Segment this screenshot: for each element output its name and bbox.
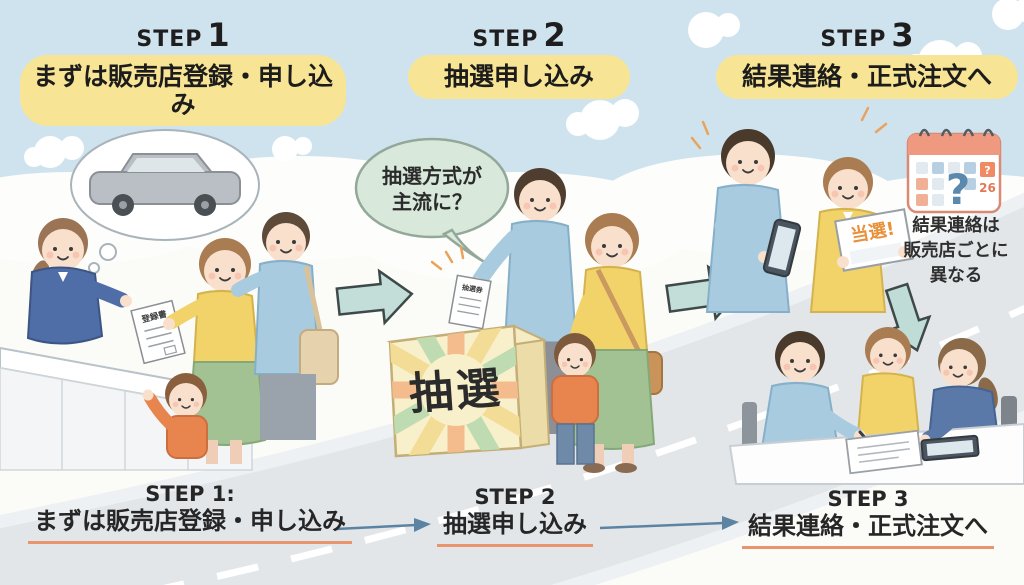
signing-man xyxy=(759,331,841,455)
step3-footer-title: STEP 3 xyxy=(827,487,909,511)
step2-footer-title: STEP 2 xyxy=(474,485,556,509)
step2-footer-label: 抽選申し込み xyxy=(437,510,593,548)
excitement-lines xyxy=(690,106,888,150)
scene-lottery-entry: 抽選方式が 主流に？ 抽選 xyxy=(354,137,663,473)
calendar-small-question: ? xyxy=(984,164,990,177)
car-icon xyxy=(89,153,241,216)
step3-number: 3 xyxy=(891,16,914,54)
calendar-question-mark: ? xyxy=(946,165,970,214)
step3-footer-label: 結果連絡・正式注文へ xyxy=(742,512,994,550)
scene-dealer-registration: 登録書 xyxy=(0,129,339,471)
phone-man xyxy=(705,129,802,313)
scene-contract-signing xyxy=(728,327,1024,485)
calendar-day: 26 xyxy=(979,181,996,195)
step2-pill: 抽選申し込み xyxy=(408,55,630,99)
lottery-boy xyxy=(551,333,599,465)
win-woman: 当選! xyxy=(809,157,914,313)
step3-footer: STEP 3 結果連絡・正式注文へ xyxy=(713,486,1023,550)
tote-bag xyxy=(299,329,339,385)
step2-word: STEP xyxy=(472,27,539,52)
result-note-line1: 結果連絡は xyxy=(912,215,1000,236)
lottery-box: 抽選 xyxy=(386,324,551,458)
result-note-line2: 販売店ごとに xyxy=(904,240,1009,261)
step2-footer: STEP 2 抽選申し込み xyxy=(400,484,630,548)
saleswoman xyxy=(26,218,132,345)
step3-word: STEP xyxy=(820,27,887,52)
calendar-icon: ? ? 26 xyxy=(906,128,1002,214)
step1-footer-label: まずは販売店登録・申し込み xyxy=(28,507,352,545)
contract-paper xyxy=(817,407,980,475)
result-note: 結果連絡は 販売店ごとに 異なる xyxy=(904,215,1009,286)
scene-result-notice: 当選! xyxy=(690,106,1009,353)
sparkle-lines xyxy=(430,245,465,271)
step2-number: 2 xyxy=(543,16,566,54)
speech-bubble-line1: 抽選方式が xyxy=(382,164,482,188)
customer-man xyxy=(231,212,339,440)
step1-pill: まずは販売店登録・申し込み xyxy=(20,55,346,126)
step1-word: STEP xyxy=(136,27,203,52)
winning-card: 当選! xyxy=(834,208,914,272)
bottom-flow-arrows xyxy=(335,516,739,532)
tablet-icon xyxy=(920,434,980,462)
speech-bubble-line2: 主流に？ xyxy=(392,190,472,214)
smartphone-icon xyxy=(762,218,802,278)
thought-bubble xyxy=(70,129,260,274)
lottery-ticket-label: 抽選券 xyxy=(461,282,484,295)
speech-bubble: 抽選方式が 主流に？ xyxy=(354,137,510,266)
lottery-box-label: 抽選 xyxy=(407,363,504,420)
step3-pill: 結果連絡・正式注文へ xyxy=(716,55,1018,99)
toddler xyxy=(142,373,208,459)
customer-woman xyxy=(163,238,267,464)
step1-number: 1 xyxy=(207,16,230,54)
step1-footer: STEP 1: まずは販売店登録・申し込み xyxy=(25,481,355,545)
step1-footer-title: STEP 1: xyxy=(145,482,235,506)
lottery-ticket: 抽選券 xyxy=(448,274,492,330)
calendar-grid xyxy=(916,162,995,206)
result-note-line3: 異なる xyxy=(930,266,983,286)
